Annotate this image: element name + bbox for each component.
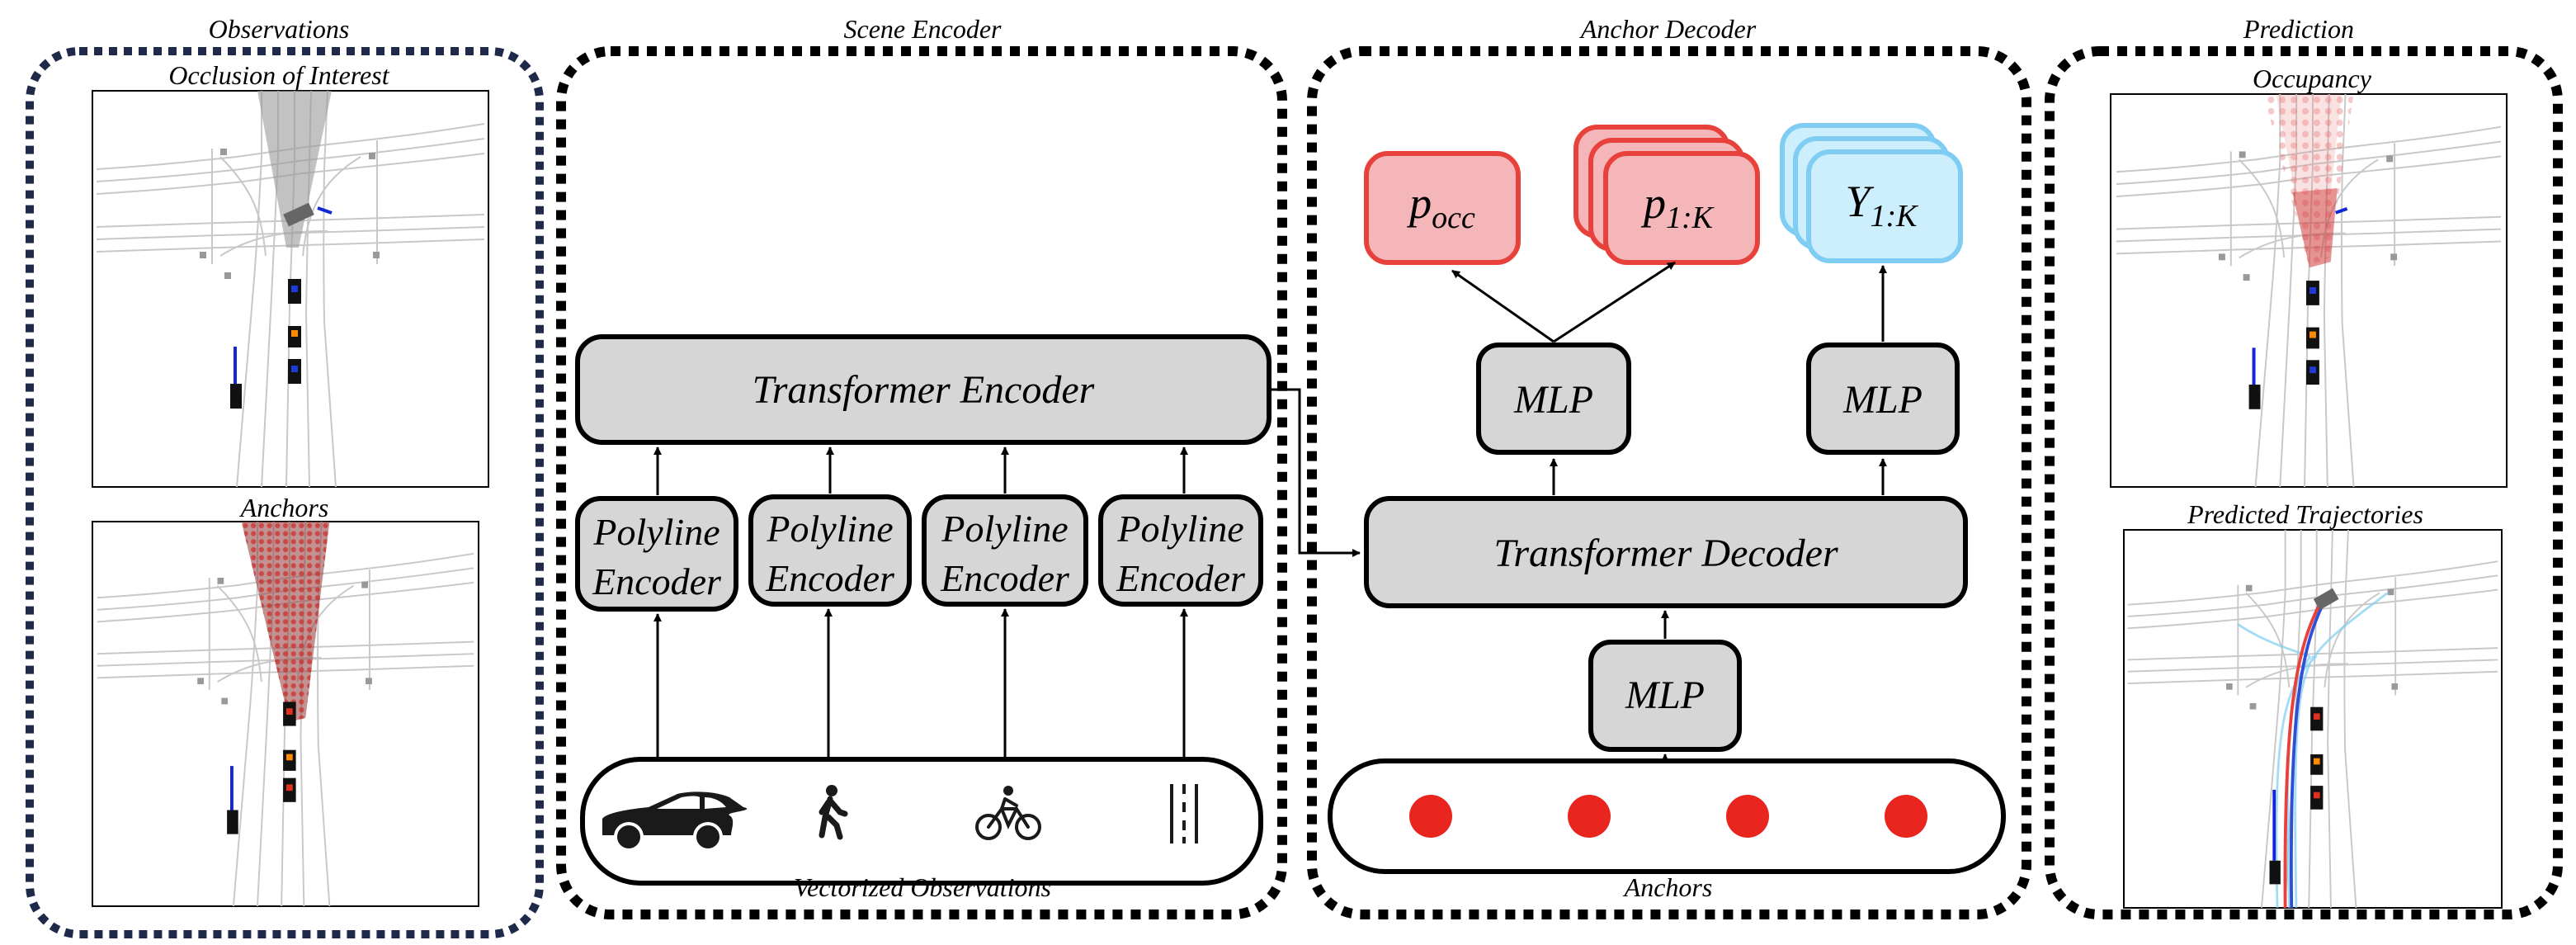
vectorized-observations-box — [580, 757, 1263, 886]
svg-text:Transformer Decoder: Transformer Decoder — [1493, 532, 1838, 575]
svg-text:Y1:K: Y1:K — [1845, 177, 1918, 234]
polyline-encoder-3: Polyline Encoder — [922, 494, 1088, 607]
polyline-encoder-4: Polyline Encoder — [1098, 494, 1263, 607]
pedestrian-icon — [819, 785, 848, 840]
car-icon — [602, 791, 748, 852]
prediction-frame — [2045, 46, 2563, 919]
svg-text:p1:K: p1:K — [1640, 178, 1715, 235]
observations-frame — [26, 47, 544, 938]
anchors-panel-title: Anchors — [239, 493, 329, 522]
p-traj-sub: 1:K — [1666, 201, 1715, 235]
anchor-decoder-frame — [1307, 46, 2031, 919]
polyline-encoder-2: Polyline Encoder — [748, 494, 912, 607]
occupancy-map-panel — [2110, 93, 2508, 488]
y-traj-output: Y1:K — [1780, 123, 1963, 263]
svg-text:Encoder: Encoder — [1116, 557, 1246, 599]
transformer-encoder-block: Transformer Encoder — [575, 334, 1271, 445]
input-arrows — [653, 608, 1188, 759]
encoder-arrows — [653, 447, 1188, 495]
p-occ-output: pocc — [1364, 151, 1521, 265]
scene-encoder-frame — [556, 46, 1287, 919]
p-traj-base: p — [1640, 178, 1666, 228]
decoder-arrows — [1550, 458, 1887, 495]
y-traj-sub: 1:K — [1871, 199, 1919, 234]
svg-text:Encoder: Encoder — [765, 557, 895, 599]
y-traj-base: Y — [1845, 177, 1874, 226]
svg-text:Polyline: Polyline — [592, 511, 719, 553]
svg-text:Encoder: Encoder — [940, 557, 1070, 599]
transformer-decoder-block: Transformer Decoder — [1364, 496, 1968, 608]
mlp-left-block: MLP — [1476, 343, 1631, 455]
anchors-map-panel — [92, 521, 479, 907]
mlp-bottom-block: MLP — [1588, 640, 1742, 752]
vectorized-observations-caption: Vectorized Observations — [794, 872, 1051, 902]
anchors-input-box — [1328, 758, 2006, 874]
mlp-right-block: MLP — [1806, 343, 1960, 455]
scene-encoder-title: Scene Encoder — [843, 14, 1002, 44]
anchor-dot — [1568, 795, 1611, 838]
anchor-dot — [1409, 795, 1452, 838]
svg-text:Encoder: Encoder — [592, 560, 722, 602]
svg-text:Polyline: Polyline — [766, 508, 893, 550]
svg-text:MLP: MLP — [1625, 673, 1705, 717]
predicted-trajectories-map-panel — [2123, 529, 2503, 909]
transformer-encoder-label: Transformer Encoder — [753, 368, 1095, 412]
svg-text:pocc: pocc — [1406, 178, 1475, 235]
p-traj-output: p1:K — [1573, 125, 1760, 265]
occlusion-map-panel — [92, 90, 489, 488]
prediction-title: Prediction — [2243, 14, 2354, 44]
polyline-encoder-1: Polyline Encoder — [575, 496, 738, 612]
anchor-decoder-title: Anchor Decoder — [1579, 14, 1757, 44]
predicted-trajectories-panel-title: Predicted Trajectories — [2187, 499, 2423, 529]
svg-text:Polyline: Polyline — [1116, 508, 1243, 550]
anchor-dots — [1409, 795, 1927, 838]
encoder-to-decoder-arrow — [1269, 388, 1361, 557]
anchors-caption: Anchors — [1623, 872, 1713, 902]
occlusion-panel-title: Occlusion of Interest — [168, 60, 389, 90]
occupancy-panel-title: Occupancy — [2253, 64, 2372, 93]
svg-text:Polyline: Polyline — [941, 508, 1068, 550]
p-occ-sub: occ — [1432, 201, 1475, 235]
cyclist-icon — [975, 786, 1041, 840]
p-occ-base: p — [1406, 178, 1432, 228]
observations-title: Observations — [209, 14, 350, 44]
svg-text:MLP: MLP — [1842, 378, 1923, 422]
anchor-dot — [1726, 795, 1769, 838]
lane-icon — [1170, 784, 1198, 843]
svg-text:MLP: MLP — [1513, 378, 1593, 422]
anchor-dot — [1885, 795, 1927, 838]
output-arrows — [1451, 261, 1887, 343]
